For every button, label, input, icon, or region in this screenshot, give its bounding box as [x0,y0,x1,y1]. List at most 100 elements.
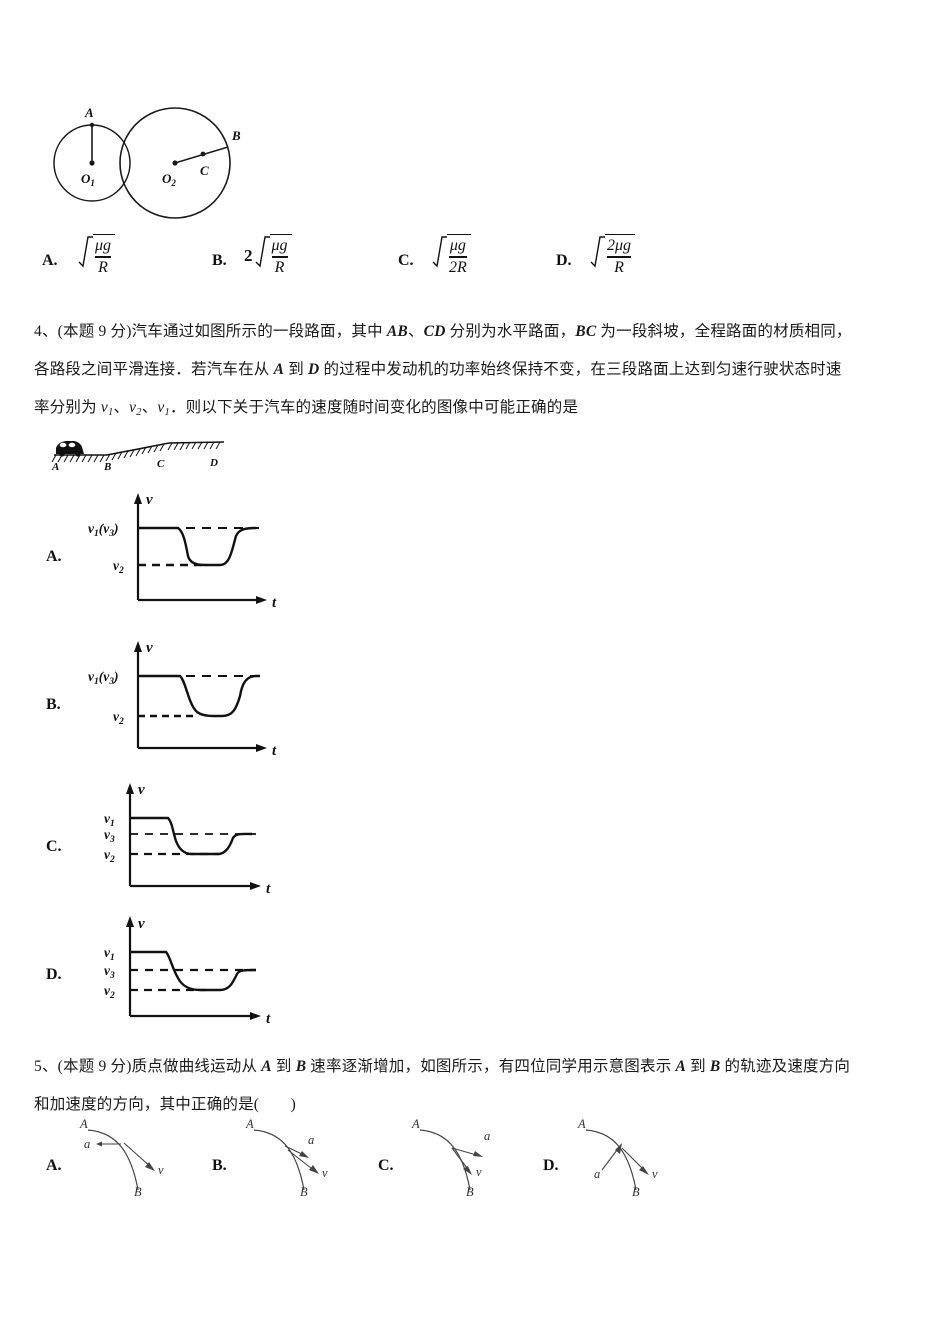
axis-label-t: t [266,881,271,897]
label-velocity: v [322,1166,328,1180]
label-acceleration: a [484,1129,490,1143]
denominator: R [614,258,624,276]
q4-graph-b: v t v1(v3) v2 [80,636,300,761]
q4-number: 4、 [34,323,58,340]
label-point-b: B [134,1185,142,1199]
velocity-arrow [123,1142,153,1169]
q4-score: (本题 9 分) [57,323,132,340]
q3-option-b-letter[interactable]: B. [212,252,227,269]
label-acceleration: a [84,1137,90,1151]
q5-trajectory-b: A B a v [238,1117,358,1199]
q5-option-c-letter[interactable]: C. [378,1157,394,1174]
road-label-d: D [209,457,218,469]
q4-l3-v2: v [129,399,137,416]
road-profile-figure: A B C D [44,425,244,473]
acceleration-arrowhead [473,1151,483,1157]
q4-l2-p3: 的过程中发动机的功率始终保持不变，在三段路面上达到匀速行驶状态时速 [319,361,842,378]
question5-line1: 5、(本题 9 分)质点做曲线运动从 A 到 B 速率逐渐增加，如图所示，有四位… [34,1048,850,1086]
radical-body: μg R [269,234,292,278]
acceleration-arrowhead [299,1151,309,1158]
label-b: B [231,128,241,143]
y-axis-arrow [134,641,142,652]
x-axis-arrow [250,1012,261,1020]
tick-label-v2: v2 [104,847,115,865]
trajectory-curve [87,1129,139,1191]
axis-label-v: v [146,640,153,656]
q3-option-c-letter[interactable]: C. [398,252,414,269]
q4-l3-sep2: 、 [141,399,158,416]
label-velocity: v [158,1163,164,1177]
label-acceleration: a [594,1167,600,1181]
radical-sign-group: μg 2R [432,234,471,278]
q5-l1-a2: A [675,1058,687,1075]
q4-l3-sep1: 、 [113,399,130,416]
velocity-arrowhead [145,1162,155,1171]
q5-trajectory-d: A B a v [570,1117,690,1199]
numerator: 2μg [607,237,632,255]
label-point-a: A [577,1117,586,1131]
q4-l1-bc: BC [575,323,597,340]
center-point-o2 [172,160,178,166]
velocity-curve [130,950,257,992]
two-circles-figure: A O1 O2 C B [40,95,300,225]
axis-label-t: t [272,743,277,759]
q4-graph-c-letter[interactable]: C. [46,838,62,855]
label-acceleration: a [308,1133,314,1147]
velocity-curve [138,526,257,567]
q5-option-d-letter[interactable]: D. [543,1157,559,1174]
question4-line1: 4、(本题 9 分)汽车通过如图所示的一段路面，其中 AB、CD 分别为水平路面… [34,313,852,351]
q5-l1-p2: 到 [271,1058,296,1075]
tick-label-v1-v3: v1(v3) [88,521,119,539]
point-c-dot [200,151,206,157]
q3-option-d-letter[interactable]: D. [556,252,572,269]
fraction-bar [449,256,467,258]
q3-option-a-letter[interactable]: A. [42,252,58,269]
velocity-curve [138,674,260,718]
q5-l1-p3: 速率逐渐增加，如图所示，有四位同学用示意图表示 [306,1058,676,1075]
velocity-arrowhead [639,1166,649,1175]
q4-l1-cd: CD [423,323,446,340]
q5-option-b-letter[interactable]: B. [212,1157,227,1174]
q5-option-a-letter[interactable]: A. [46,1157,62,1174]
road-label-b: B [103,461,111,473]
x-axis-arrow [250,882,261,890]
radical-sign-group: μg R [255,234,292,278]
road-segment-bc [106,442,170,456]
q4-graph-a-letter[interactable]: A. [46,548,62,565]
axis-label-v: v [146,492,153,508]
trajectory-curve [253,1129,305,1191]
tick-label-v2: v2 [104,983,115,1001]
x-axis-arrow [256,596,267,604]
label-o2: O2 [162,171,176,188]
q3-option-c-formula: μg 2R [430,234,471,278]
q4-l3-v2-sub: 2 [136,406,142,418]
label-velocity: v [652,1167,658,1181]
fraction-bar [271,256,288,258]
q3-option-b-formula: 2 μg R [244,234,292,278]
road-label-a: A [51,461,59,473]
radical-sign-group: μg R [78,234,116,278]
radical-icon [432,234,447,278]
q4-graph-b-letter[interactable]: B. [46,696,61,713]
road-hatching [51,441,221,463]
q3-option-a-formula: μg R [76,234,116,278]
label-o1: O1 [81,171,95,188]
y-axis-arrow [126,783,134,794]
velocity-arrowhead [463,1166,472,1175]
question4-line2: 各路段之间平滑连接．若汽车在从 A 到 D 的过程中发动机的功率始终保持不变，在… [34,351,842,389]
y-axis-arrow [134,493,142,504]
q3-option-d-formula: 2μg R [588,234,636,278]
numerator: μg [271,237,288,255]
trajectory-curve [419,1129,471,1191]
label-point-a: A [411,1117,420,1131]
axis-label-t: t [266,1011,271,1027]
label-a: A [84,105,94,120]
q4-l3-p1: 率分别为 [34,399,101,416]
axis-label-v: v [138,916,145,932]
q4-graph-d-letter[interactable]: D. [46,966,62,983]
numerator: μg [449,237,466,255]
q4-l1-p3: 为一段斜坡，全程路面的材质相同， [596,323,852,340]
label-velocity: v [476,1165,482,1179]
trajectory-curve [585,1129,637,1191]
